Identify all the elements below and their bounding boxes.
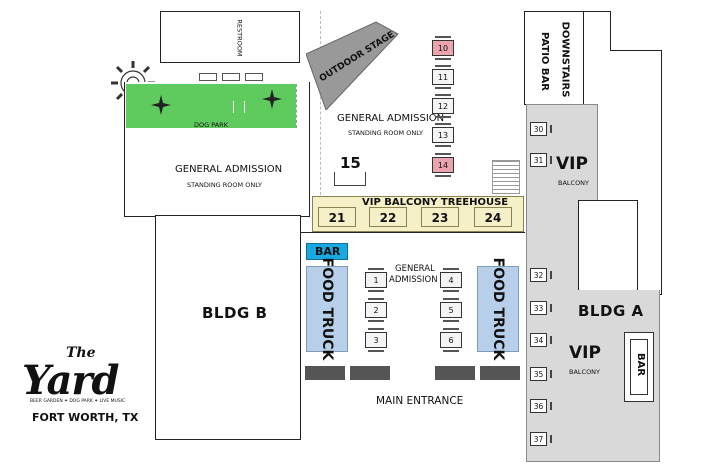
logo-tagline: BEER GARDEN ✦ DOG PARK ✦ LIVE MUSIC [30, 399, 126, 404]
bench [222, 73, 240, 81]
vip-bar[interactable]: BAR [624, 332, 654, 402]
table-24[interactable]: 24 [474, 207, 512, 227]
table-4[interactable]: 4 [440, 268, 462, 292]
main-entrance-label: MAIN ENTRANCE [376, 395, 464, 407]
table-36[interactable]: 36 [530, 399, 552, 413]
table-6[interactable]: 6 [440, 328, 462, 352]
bldg-a-label: BLDG A [578, 302, 644, 320]
center-ga-label-line1: GENERAL [395, 264, 435, 274]
table-33[interactable]: 33 [530, 301, 552, 315]
patio-bar-label-1: DOWNSTAIRS [559, 21, 571, 98]
table-12[interactable]: 12 [432, 94, 454, 118]
entrance-bench [435, 366, 475, 380]
downstairs-patio-bar: DOWNSTAIRS PATIO BAR [524, 11, 584, 105]
table-10[interactable]: 10 [432, 36, 454, 60]
table-21[interactable]: 21 [318, 207, 356, 227]
table-37[interactable]: 37 [530, 432, 552, 446]
table-15-label[interactable]: 15 [340, 154, 361, 172]
entrance-bench [305, 366, 345, 380]
table-34[interactable]: 34 [530, 333, 552, 347]
entrance-bench [350, 366, 390, 380]
table-22[interactable]: 22 [369, 207, 407, 227]
left-standing-room-label: STANDING ROOM ONLY [187, 181, 262, 189]
table-23[interactable]: 23 [421, 207, 459, 227]
bar-label: BAR [315, 245, 341, 258]
food-truck-left-label: FOOD TRUCK [319, 257, 335, 361]
food-truck-right[interactable]: FOOD TRUCK [477, 258, 519, 360]
main-courtyard [301, 232, 525, 440]
restroom-label: RESTROOM [235, 19, 244, 57]
vip-lower-balcony-label: BALCONY [569, 368, 601, 376]
dog-park-area: DOG PARK [126, 84, 296, 129]
vip-upper-notch [578, 200, 638, 296]
table-5[interactable]: 5 [440, 298, 462, 322]
stairs [492, 160, 520, 194]
bldg-b: BLDG B [155, 215, 301, 440]
table-3[interactable]: 3 [365, 328, 387, 352]
outdoor-stage: OUTDOOR STAGE [305, 14, 402, 111]
logo-yard: Yard [22, 357, 119, 404]
vip-balcony-treehouse-label: VIP BALCONY TREEHOUSE [362, 197, 509, 208]
table-11[interactable]: 11 [432, 65, 454, 89]
center-standing-room-label: STANDING ROOM ONLY [348, 129, 423, 137]
agility-jump [233, 101, 245, 113]
logo-the: The [66, 345, 96, 361]
bench [245, 73, 263, 81]
bench [199, 73, 217, 81]
building-notch [610, 11, 662, 51]
the-yard-logo: The Yard BEER GARDEN ✦ DOG PARK ✦ LIVE M… [22, 345, 142, 430]
dog-park-fence [296, 84, 300, 128]
table-14[interactable]: 14 [432, 153, 454, 177]
dog-park-label: DOG PARK [194, 121, 228, 129]
table-13[interactable]: 13 [432, 123, 454, 147]
paw-icon [151, 95, 171, 115]
table-35[interactable]: 35 [530, 367, 552, 381]
logo-location: FORT WORTH, TX [32, 411, 139, 424]
vip-upper-label: VIP [556, 154, 588, 174]
vip-bar-counter [630, 339, 648, 395]
vip-upper-balcony-label: BALCONY [558, 179, 590, 187]
restroom-building: RESTROOM [160, 11, 300, 63]
left-ga-label: GENERAL ADMISSION [175, 164, 283, 175]
vip-lower-left [526, 200, 578, 300]
table-30[interactable]: 30 [530, 122, 552, 136]
vip-bar-label: BAR [635, 352, 647, 377]
bldg-b-label: BLDG B [202, 304, 268, 322]
center-ga-label: GENERAL ADMISSION [337, 113, 445, 124]
table-1[interactable]: 1 [365, 268, 387, 292]
vip-lower-label: VIP [569, 343, 601, 363]
table-15-seating [334, 172, 366, 186]
table-31[interactable]: 31 [530, 153, 552, 167]
center-general-admission-area [320, 11, 522, 195]
entrance-bench [480, 366, 520, 380]
paw-icon [262, 89, 282, 109]
food-truck-right-label: FOOD TRUCK [490, 257, 506, 361]
patio-bar-label-2: PATIO BAR [538, 32, 550, 91]
food-truck-left[interactable]: FOOD TRUCK [306, 258, 348, 360]
center-ga-label-line2: ADMISSION [389, 275, 438, 285]
table-32[interactable]: 32 [530, 268, 552, 282]
bar[interactable]: BAR [306, 243, 348, 260]
table-2[interactable]: 2 [365, 298, 387, 322]
